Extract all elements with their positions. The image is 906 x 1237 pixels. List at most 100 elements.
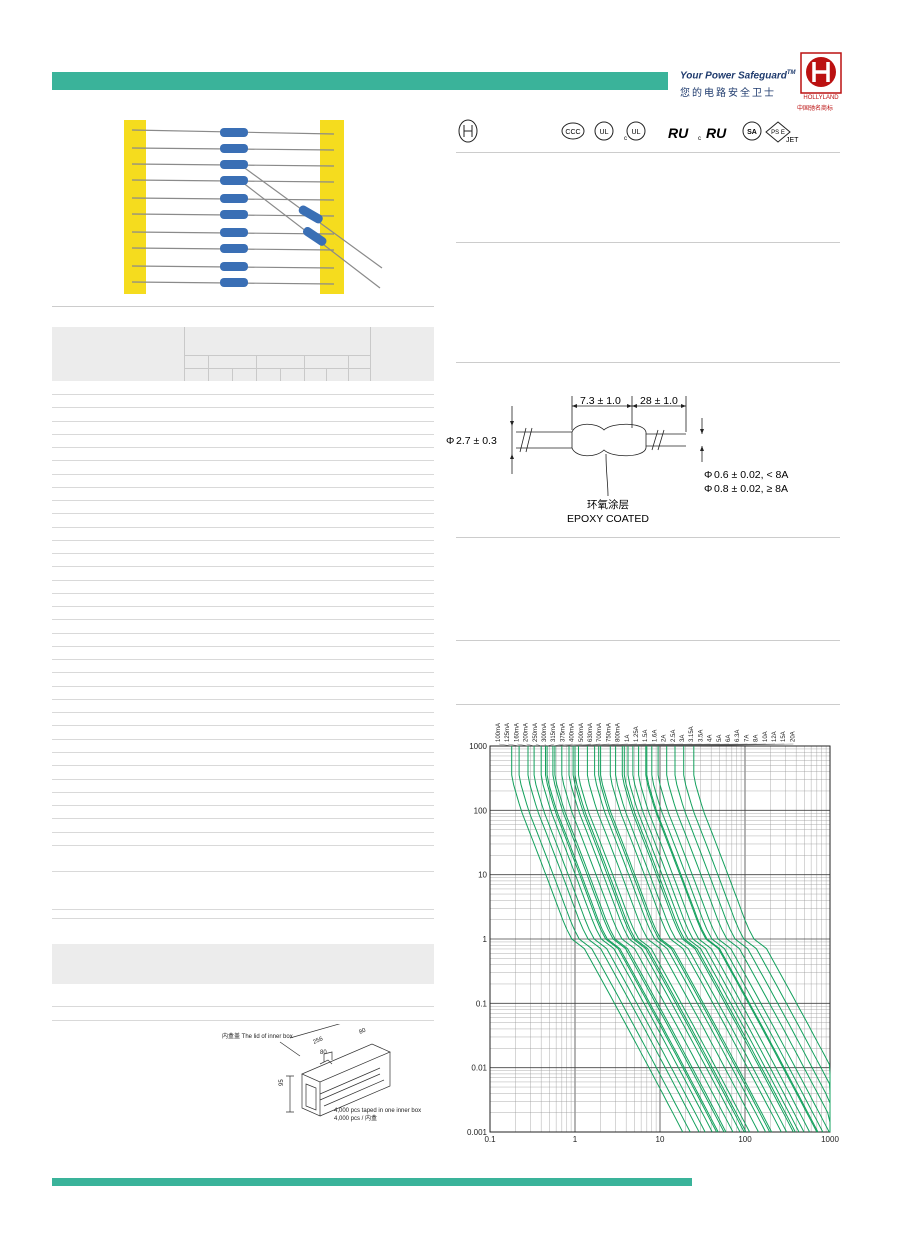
csa-icon	[742, 121, 762, 141]
table-row	[52, 633, 434, 634]
table-grid	[348, 355, 349, 381]
table-grid	[326, 368, 327, 381]
fuse-dimension-drawing: 7.3 ± 1.0 28 ± 1.0 Φ 2.7 ± 0.3 Φ 0.6 ± 0…	[446, 395, 788, 525]
table-row	[52, 460, 434, 461]
table-row	[52, 553, 434, 554]
pse-icon	[765, 121, 791, 143]
brand-cn: 中国驰名商标	[797, 106, 834, 112]
fuse-curve	[651, 746, 824, 1133]
table-grid	[304, 355, 305, 381]
cul-icon	[626, 121, 646, 141]
table-row	[52, 699, 434, 700]
curve-label: 7A	[744, 735, 750, 742]
y-tick-label: 1000	[469, 742, 487, 751]
curve-label: 15A	[781, 731, 787, 742]
table-row	[52, 407, 434, 408]
curve-leader	[574, 743, 610, 747]
fuse-curve	[511, 746, 684, 1133]
curve-label: 4A	[708, 735, 714, 742]
curve-label: 125mA	[505, 723, 511, 742]
table-row	[52, 566, 434, 567]
svg-text:CCC: CCC	[565, 129, 580, 136]
svg-text:c: c	[698, 136, 701, 142]
table-row	[52, 752, 434, 753]
curve-leader	[594, 743, 638, 747]
table-row	[52, 818, 434, 819]
body-diameter: 2.7 ± 0.3	[456, 435, 497, 447]
svg-text:UL: UL	[600, 129, 609, 136]
jet-icon: JET	[786, 137, 799, 144]
table-grid	[184, 327, 185, 381]
fuse-curve	[598, 746, 771, 1133]
curve-label: 3.15A	[689, 726, 695, 742]
table-row	[52, 580, 434, 581]
fuse-curve	[518, 746, 691, 1133]
fuse-curve	[561, 746, 734, 1133]
curve-label: 630mA	[588, 723, 594, 742]
inner-box-diagram: 内盒盖 The lid of inner box 256 80 95 80 4,…	[222, 1024, 421, 1122]
curve-leader	[615, 743, 674, 747]
fuse-curve	[646, 746, 819, 1133]
box-qty-en: 4,000 pcs taped in one inner box	[334, 1108, 421, 1114]
hollyland-logo-icon: HOLLYLAND	[800, 52, 842, 101]
certification-logos: CCC UL UL c RU RU c SA PS E JET	[458, 119, 799, 144]
svg-text:Φ: Φ	[446, 435, 454, 447]
fuse-curve	[545, 746, 718, 1133]
divider	[456, 704, 840, 705]
product-photo	[122, 118, 384, 296]
x-tick-label: 1000	[821, 1135, 839, 1144]
table-row	[52, 792, 434, 793]
box-width: 80	[358, 1027, 367, 1035]
curve-label: 700mA	[597, 723, 603, 742]
divider	[52, 306, 434, 307]
ul-icon	[594, 121, 614, 141]
divider	[456, 152, 840, 153]
table-row	[52, 619, 434, 620]
table-row	[52, 871, 434, 872]
table-row	[52, 500, 434, 501]
curve-label: 500mA	[579, 723, 585, 742]
lead-diameter-small: 0.6 ± 0.02, < 8A	[714, 469, 788, 481]
x-tick-label: 1	[573, 1135, 578, 1144]
fuse-curve	[568, 746, 741, 1133]
fuse-curve	[554, 746, 727, 1133]
fuse-curve	[594, 746, 767, 1133]
lead-diameter-large: 0.8 ± 0.02, ≥ 8A	[714, 483, 788, 495]
curve-label: 800mA	[616, 723, 622, 742]
curve-label: 200mA	[524, 723, 530, 742]
table-row	[52, 739, 434, 740]
curve-label: 2.5A	[671, 730, 677, 742]
curve-leader	[554, 743, 573, 747]
table-row	[52, 725, 434, 726]
curve-leader	[498, 743, 512, 747]
curve-label: 6.3A	[735, 730, 741, 742]
fuse-curve	[623, 746, 796, 1133]
x-tick-label: 10	[656, 1135, 665, 1144]
curve-label: 100mA	[496, 723, 502, 742]
ur-icon: RU	[668, 125, 689, 141]
svg-text:Φ: Φ	[704, 469, 712, 481]
curve-label: 160mA	[514, 723, 520, 742]
y-tick-label: 0.001	[467, 1128, 488, 1137]
y-tick-label: 0.01	[471, 1064, 487, 1073]
curve-leader	[552, 743, 564, 747]
curve-label: 5A	[717, 735, 723, 742]
table-row	[52, 712, 434, 713]
fuse-curve	[645, 746, 818, 1133]
header-bar	[52, 72, 668, 90]
curve-leader	[547, 743, 555, 747]
curve-leader	[600, 743, 656, 747]
box-length: 256	[312, 1036, 324, 1046]
divider	[52, 1020, 434, 1021]
curve-label: 1.5A	[643, 730, 649, 742]
curve-label: 3A	[680, 735, 686, 742]
lead-length: 28 ± 1.0	[640, 395, 678, 407]
table-grid	[184, 355, 370, 356]
curve-label: 6A	[726, 735, 732, 742]
table-row	[52, 765, 434, 766]
svg-text:HOLLYLAND: HOLLYLAND	[803, 95, 839, 101]
curve-label: 400mA	[570, 723, 576, 742]
fuse-curve	[657, 746, 830, 1133]
table-grid	[256, 355, 257, 381]
